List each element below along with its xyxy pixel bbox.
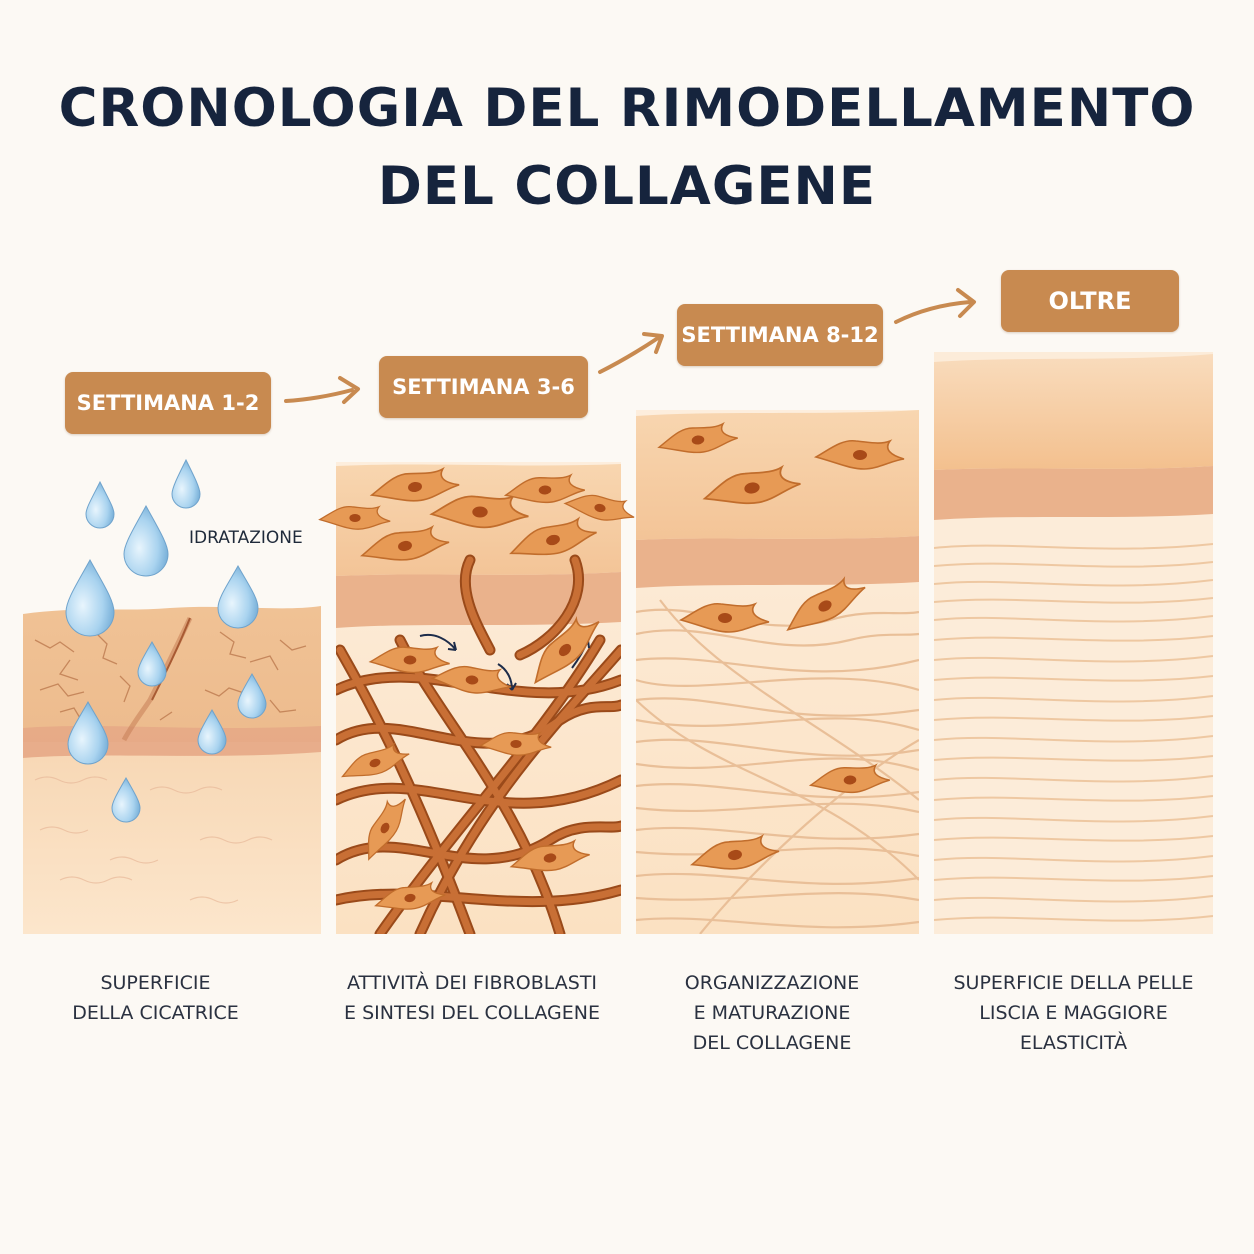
water-drop-icon	[218, 566, 258, 628]
water-drop-icon	[66, 560, 114, 636]
caption-stage-4: SUPERFICIE DELLA PELLE LISCIA E MAGGIORE…	[934, 968, 1213, 1058]
caption-stage-2-line-2: E SINTESI DEL COLLAGENE	[322, 998, 622, 1028]
caption-stage-1: SUPERFICIE DELLA CICATRICE	[23, 968, 288, 1028]
arrow-right-icon	[600, 334, 662, 372]
panel-smooth-skin	[934, 352, 1213, 934]
caption-stage-3: ORGANIZZAZIONE E MATURAZIONE DEL COLLAGE…	[636, 968, 908, 1058]
water-drop-icon	[172, 460, 200, 508]
caption-stage-3-line-1: ORGANIZZAZIONE	[636, 968, 908, 998]
panel-scar-surface	[23, 606, 321, 934]
stage-badge-week-8-12: SETTIMANA 8-12	[677, 304, 883, 366]
caption-stage-1-line-1: SUPERFICIE	[23, 968, 288, 998]
caption-stage-3-line-3: DEL COLLAGENE	[636, 1028, 908, 1058]
arrow-right-icon	[286, 378, 358, 402]
caption-stage-2: ATTIVITÀ DEI FIBROBLASTI E SINTESI DEL C…	[322, 968, 622, 1028]
stage-badge-beyond: OLTRE	[1001, 270, 1179, 332]
caption-stage-4-line-1: SUPERFICIE DELLA PELLE	[934, 968, 1213, 998]
caption-stage-4-line-3: ELASTICITÀ	[934, 1028, 1213, 1058]
water-drop-icon	[86, 482, 114, 528]
caption-stage-2-line-1: ATTIVITÀ DEI FIBROBLASTI	[322, 968, 622, 998]
hydration-label: IDRATAZIONE	[189, 528, 303, 548]
caption-stage-4-line-2: LISCIA E MAGGIORE	[934, 998, 1213, 1028]
stage-badge-week-3-6: SETTIMANA 3-6	[379, 356, 588, 418]
water-drop-icon	[124, 506, 168, 576]
stage-badge-week-1-2: SETTIMANA 1-2	[65, 372, 271, 434]
arrow-right-icon	[896, 290, 974, 322]
caption-stage-1-line-2: DELLA CICATRICE	[23, 998, 288, 1028]
caption-stage-3-line-2: E MATURAZIONE	[636, 998, 908, 1028]
